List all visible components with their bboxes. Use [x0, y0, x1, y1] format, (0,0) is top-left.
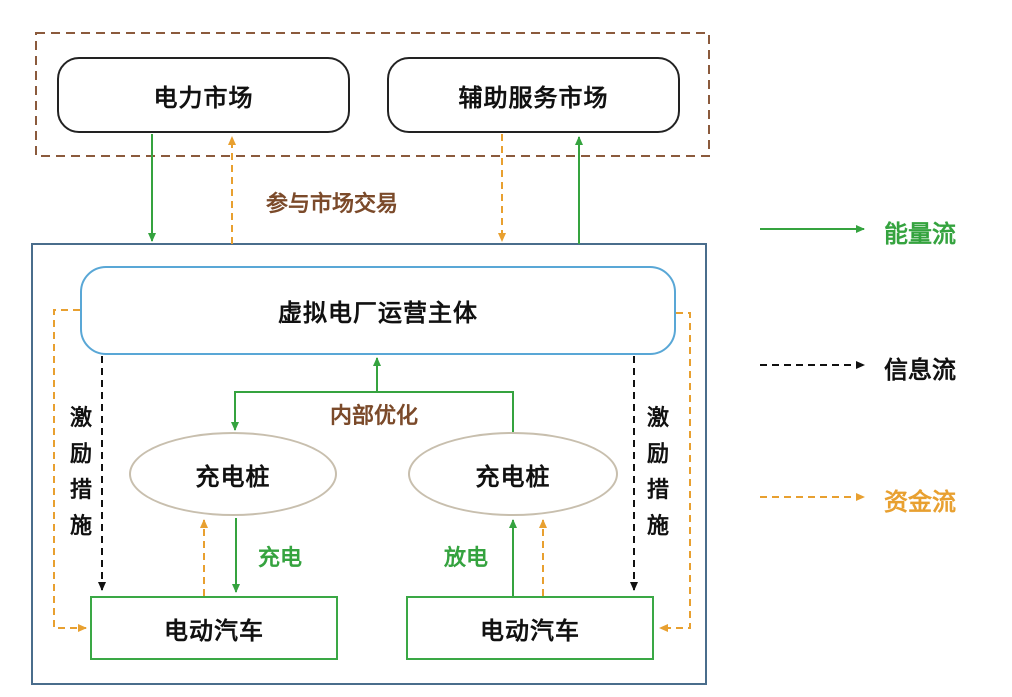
vpp-operator-label: 虚拟电厂运营主体 — [278, 298, 478, 327]
electric-vehicle-left-label: 电动汽车 — [164, 615, 264, 645]
charging-pile-right: 充电桩 — [408, 432, 618, 516]
legend-fund-label: 资金流 — [884, 487, 956, 516]
legend-info-label: 信息流 — [884, 355, 956, 384]
internal-optimization-connector — [234, 391, 514, 432]
ancillary-market-box: 辅助服务市场 — [387, 57, 680, 133]
participate-market-label: 参与市场交易 — [266, 191, 399, 217]
internal-optimization-label: 内部优化 — [330, 403, 419, 429]
vpp-operator-box: 虚拟电厂运营主体 — [80, 266, 676, 355]
power-market-box: 电力市场 — [57, 57, 350, 133]
fund-loop-left — [53, 309, 87, 632]
market-region-border — [35, 32, 710, 157]
vpp-region-border — [31, 243, 707, 685]
charging-pile-right-label: 充电桩 — [475, 461, 551, 491]
incentive-label-left: 激励措施 — [69, 405, 92, 539]
charging-pile-left-label: 充电桩 — [195, 461, 271, 491]
ancillary-market-label: 辅助服务市场 — [458, 82, 609, 112]
charging-pile-left: 充电桩 — [129, 432, 337, 516]
power-market-label: 电力市场 — [153, 82, 254, 112]
legend-energy-label: 能量流 — [884, 219, 956, 248]
fund-loop-right — [659, 312, 691, 632]
electric-vehicle-right: 电动汽车 — [406, 596, 654, 660]
charge-label: 充电 — [258, 545, 303, 571]
electric-vehicle-right-label: 电动汽车 — [480, 615, 580, 645]
incentive-label-right: 激励措施 — [646, 405, 669, 539]
electric-vehicle-left: 电动汽车 — [90, 596, 338, 660]
discharge-label: 放电 — [444, 545, 489, 571]
